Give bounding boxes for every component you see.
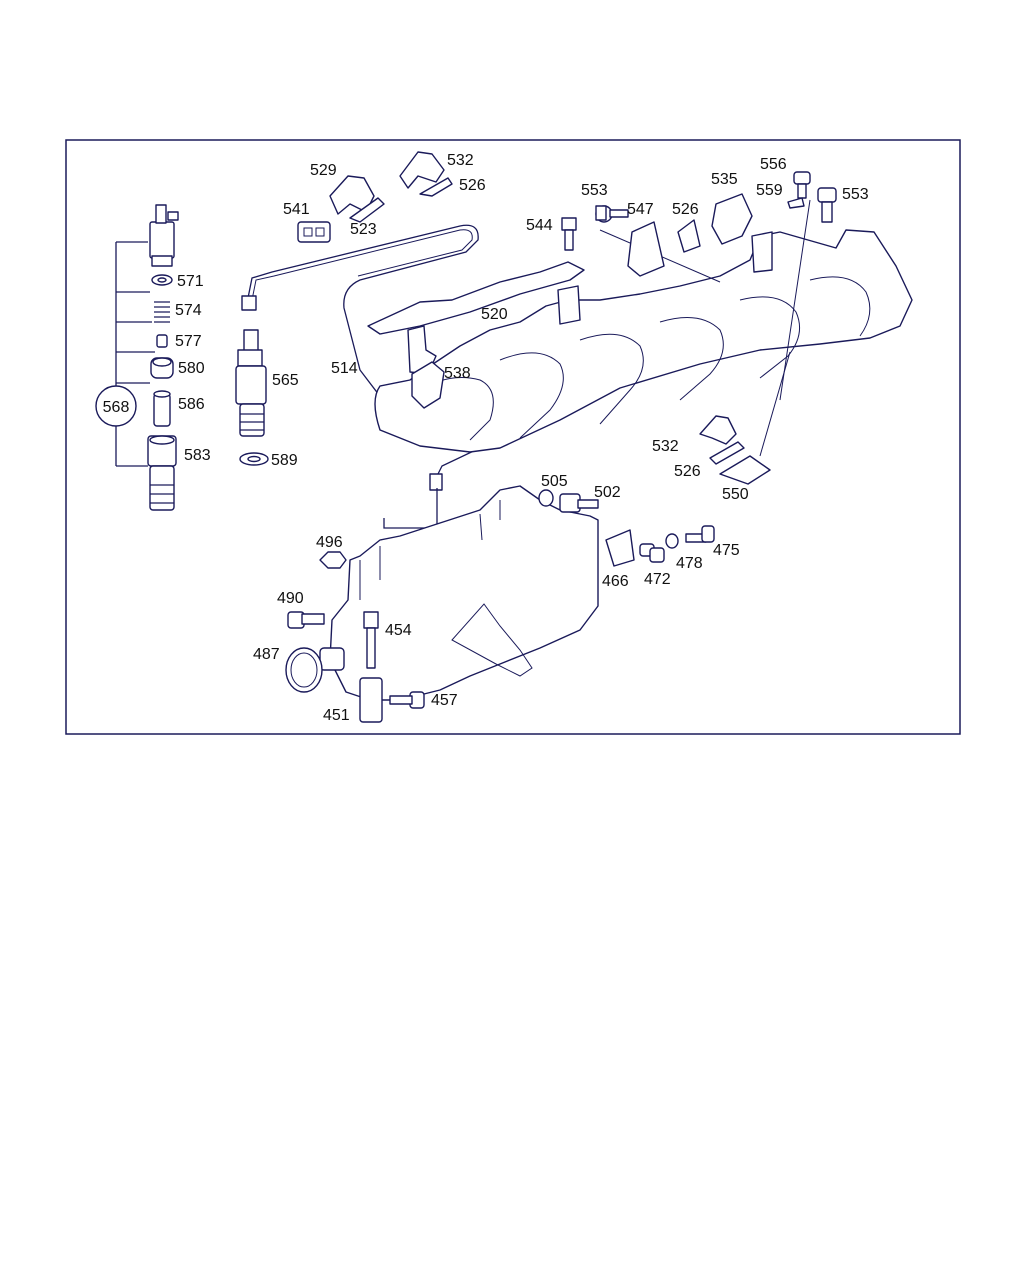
callout-532-bottom: 532 (652, 438, 679, 455)
callout-553-left: 553 (581, 182, 608, 199)
clips-upper (297, 151, 453, 243)
callout-586: 586 (178, 396, 205, 413)
callout-544: 544 (526, 217, 553, 234)
diagram-frame (65, 139, 961, 735)
callout-580: 580 (178, 360, 205, 377)
callout-502: 502 (594, 484, 621, 501)
callout-478: 478 (676, 555, 703, 572)
callout-475: 475 (713, 542, 740, 559)
callout-550: 550 (722, 486, 749, 503)
callout-553-right: 553 (842, 186, 869, 203)
callout-505: 505 (541, 473, 568, 490)
callout-532-top: 532 (447, 152, 474, 169)
callout-541: 541 (283, 201, 310, 218)
callout-583: 583 (184, 447, 211, 464)
injection-pump (285, 485, 715, 723)
injector-nozzle-assembly (95, 204, 179, 511)
callout-565: 565 (272, 372, 299, 389)
callout-571: 571 (177, 273, 204, 290)
callout-454: 454 (385, 622, 412, 639)
callout-547: 547 (627, 201, 654, 218)
callout-451: 451 (323, 707, 350, 724)
callout-520: 520 (481, 306, 508, 323)
callout-589: 589 (271, 452, 298, 469)
callout-labels: 568 571 574 577 580 586 583 565 589 514 … (103, 152, 869, 724)
injector-565 (235, 329, 269, 466)
callout-487: 487 (253, 646, 280, 663)
callout-568: 568 (103, 399, 130, 416)
callout-574: 574 (175, 302, 202, 319)
callout-559: 559 (756, 182, 783, 199)
callout-514: 514 (331, 360, 358, 377)
callout-556: 556 (760, 156, 787, 173)
callout-577: 577 (175, 333, 202, 350)
callout-496: 496 (316, 534, 343, 551)
callout-526-top: 526 (459, 177, 486, 194)
callout-538: 538 (444, 365, 471, 382)
callout-526-bottom: 526 (674, 463, 701, 480)
callout-472: 472 (644, 571, 671, 588)
callout-466: 466 (602, 573, 629, 590)
callout-490: 490 (277, 590, 304, 607)
callout-457: 457 (431, 692, 458, 709)
callout-529: 529 (310, 162, 337, 179)
intake-manifold (367, 199, 913, 457)
callout-535: 535 (711, 171, 738, 188)
callout-526-mid: 526 (672, 201, 699, 218)
manifold-fasteners (411, 171, 837, 485)
callout-523: 523 (350, 221, 377, 238)
